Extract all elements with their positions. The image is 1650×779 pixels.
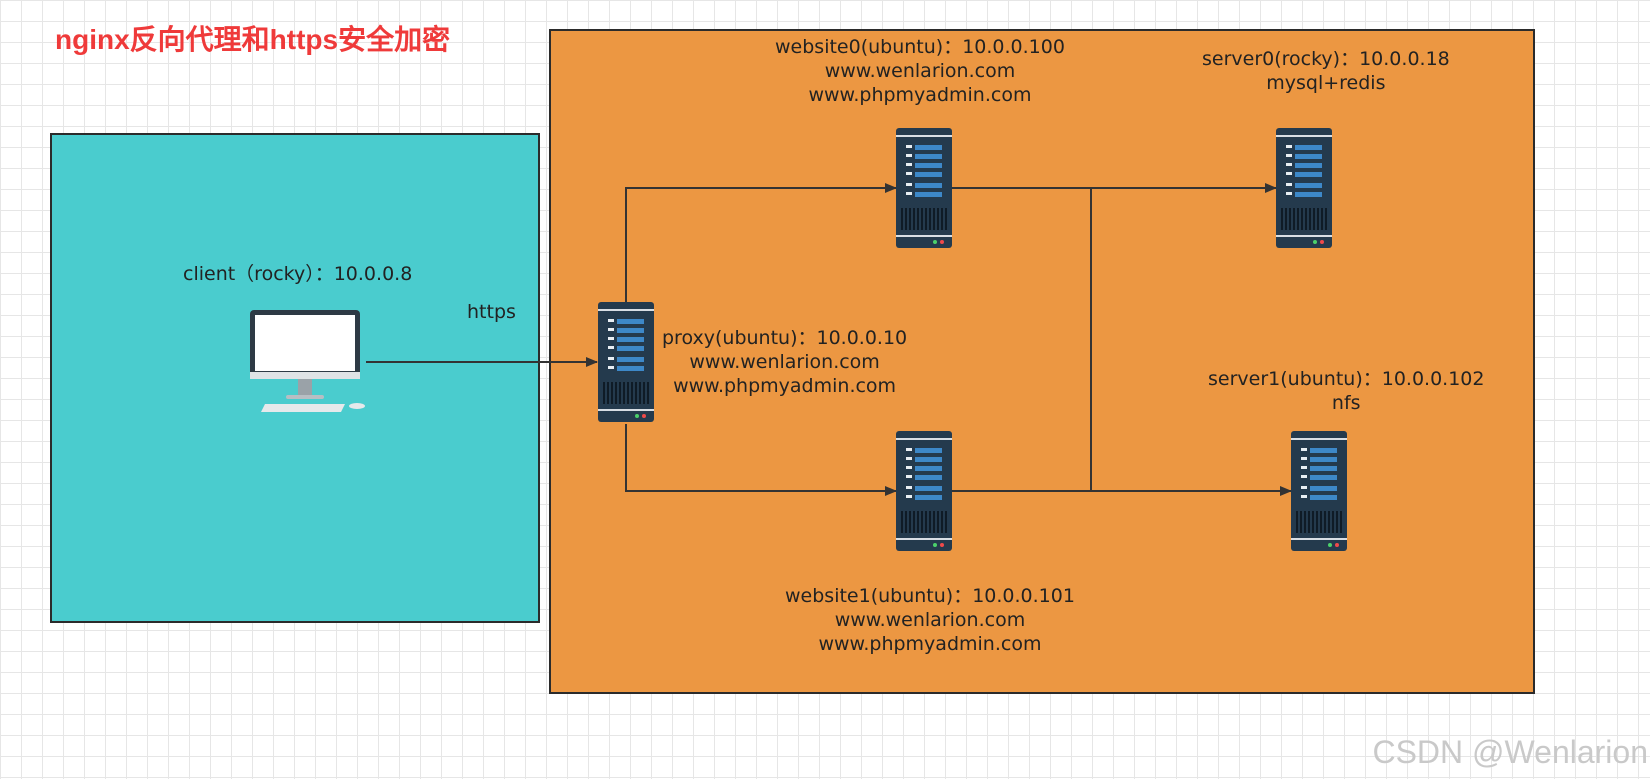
server0-server-icon bbox=[1276, 128, 1332, 248]
watermark: CSDN @Wenlarion bbox=[1372, 734, 1648, 770]
client-label-text: client（rocky）：10.0.0.8 bbox=[183, 263, 413, 285]
proxy-label: proxy(ubuntu)：10.0.0.10 www.wenlarion.co… bbox=[662, 326, 907, 398]
proxy-domain-1: www.wenlarion.com bbox=[689, 351, 880, 373]
website0-server-icon bbox=[896, 128, 952, 248]
client-label: client（rocky）：10.0.0.8 bbox=[183, 262, 412, 286]
proxy-server-icon bbox=[598, 302, 654, 422]
desktop-computer-icon bbox=[250, 310, 365, 412]
proxy-to-website1-arrow bbox=[625, 424, 897, 496]
diagram-title: nginx反向代理和https安全加密 bbox=[55, 24, 451, 55]
connection-label-text: https bbox=[467, 301, 516, 323]
server1-service: nfs bbox=[1331, 392, 1361, 414]
proxy-to-website0-arrow bbox=[625, 183, 897, 302]
website0-label: website0(ubuntu)：10.0.0.100 www.wenlario… bbox=[775, 35, 1065, 107]
server1-label: server1(ubuntu)：10.0.0.102 nfs bbox=[1208, 367, 1484, 415]
website1-domain-1: www.wenlarion.com bbox=[834, 609, 1026, 631]
server0-name: server0(rocky)：10.0.0.18 bbox=[1202, 48, 1450, 70]
website1-server-icon bbox=[896, 431, 952, 551]
server0-label: server0(rocky)：10.0.0.18 mysql+redis bbox=[1202, 47, 1450, 95]
server-zone bbox=[549, 29, 1535, 694]
proxy-name: proxy(ubuntu)：10.0.0.10 bbox=[662, 327, 908, 349]
website1-domain-2: www.phpmyadmin.com bbox=[818, 633, 1042, 655]
website1-label: website1(ubuntu)：10.0.0.101 www.wenlario… bbox=[785, 584, 1075, 656]
server0-service: mysql+redis bbox=[1266, 72, 1386, 94]
website0-domain-1: www.wenlarion.com bbox=[824, 60, 1016, 82]
server1-name: server1(ubuntu)：10.0.0.102 bbox=[1208, 368, 1485, 390]
proxy-domain-2: www.phpmyadmin.com bbox=[673, 375, 897, 397]
website0-name: website0(ubuntu)：10.0.0.100 bbox=[775, 36, 1065, 58]
connection-label: https bbox=[467, 300, 516, 324]
website1-name: website1(ubuntu)：10.0.0.101 bbox=[785, 585, 1075, 607]
server1-server-icon bbox=[1291, 431, 1347, 551]
website0-domain-2: www.phpmyadmin.com bbox=[808, 84, 1032, 106]
